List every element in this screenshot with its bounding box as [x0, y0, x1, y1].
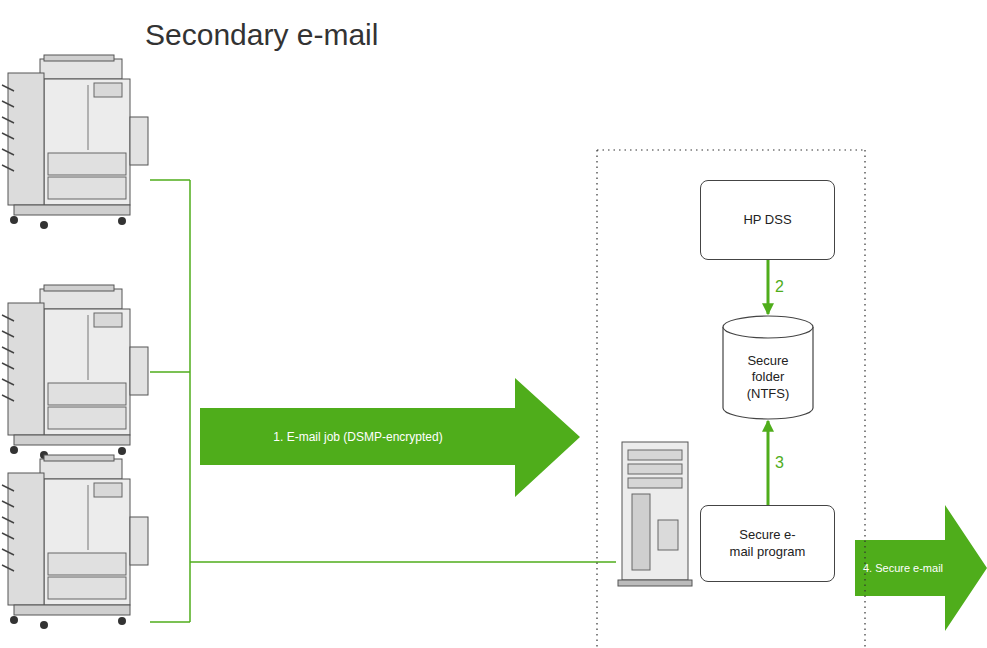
process-box: Secure e-mail program — [700, 505, 835, 582]
callout-number: 2 — [774, 279, 785, 295]
storage-cylinder: Secure folder (NTFS) — [722, 315, 814, 420]
arrow-label: 1. E-mail job (DSMP-encrypted) — [273, 430, 442, 444]
callout-number: 3 — [774, 455, 785, 471]
arrow-label: 4. Secure e-mail — [863, 562, 943, 574]
process-box: HP DSS — [700, 180, 835, 260]
node-text: Secure e-mail program — [728, 527, 808, 560]
network-wire — [150, 180, 616, 622]
flow-arrow — [767, 260, 770, 314]
node-text: HP DSS — [743, 212, 791, 228]
printer-illustration — [2, 285, 148, 459]
flow-arrow — [767, 421, 770, 505]
diagram-title: Secondary e-mail — [145, 18, 378, 52]
flow-arrow — [200, 378, 580, 497]
node-text: Secure folder (NTFS) — [736, 353, 800, 402]
printer-illustration — [2, 55, 148, 229]
server-illustration — [618, 442, 692, 586]
printer-illustration — [2, 455, 148, 629]
boundary-dotted — [597, 150, 865, 648]
flow-arrow — [855, 505, 987, 631]
